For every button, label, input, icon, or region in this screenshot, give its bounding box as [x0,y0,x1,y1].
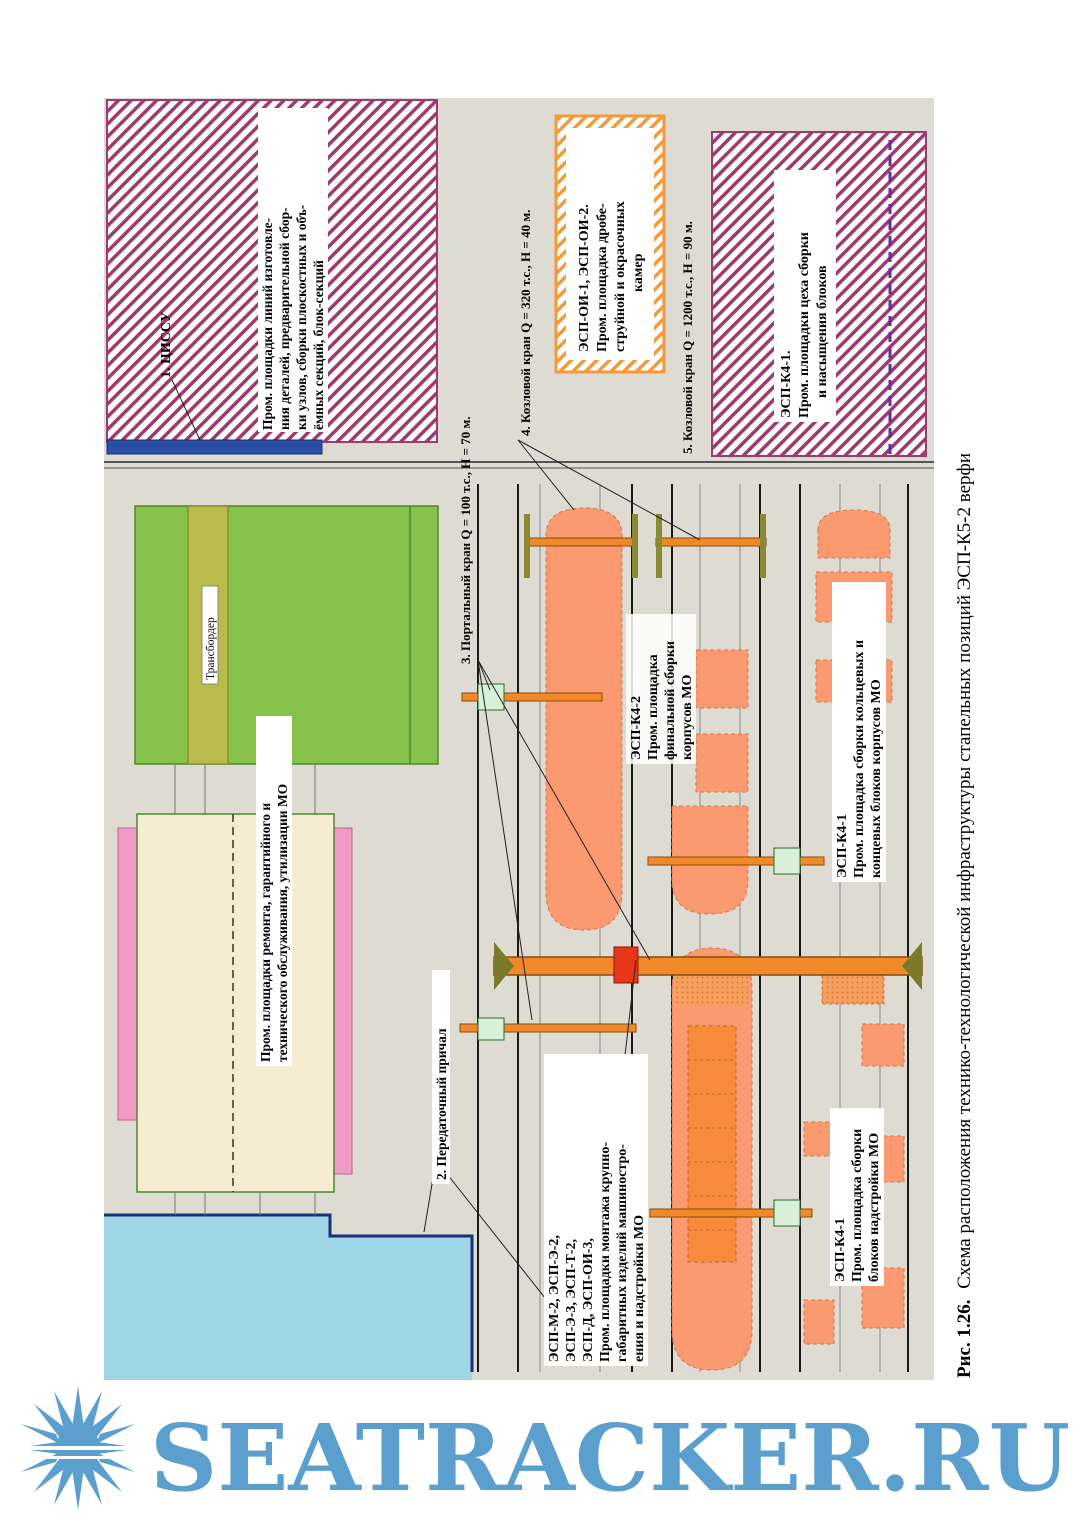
crane-leg [656,514,662,578]
k41-super-line-2: Пром. площадка сборки [850,1129,865,1282]
block-k42-2 [695,733,749,793]
cissu-area-line-3: ки узлов, сборки плоскостных и объ- [294,205,309,430]
repair-line-1: Пром. площадки ремонта, гарантийного и [258,803,273,1062]
crane-k42-aft [647,856,825,866]
block-k42-1 [695,649,749,709]
repair-area [136,813,335,1193]
quay-edge [104,1213,474,1372]
caption-prefix: Рис. 1.26. [954,1300,975,1379]
k42-line-2: Пром. площадка [646,654,661,760]
label-k42: ЭСП-К4-2 Пром. площадка финальной сборки… [626,614,696,764]
crane-portal-1 [461,692,603,702]
ring-bow [817,509,891,559]
oi-line-2: Пром. площадка дробе- [595,203,610,352]
crane-bogie [773,1199,801,1227]
label-repair: Пром. площадки ремонта, гарантийного и т… [256,716,292,1066]
label-cissu: 1. ЦИССУ [159,312,174,378]
crane-leg [524,514,530,578]
repair-pink-right [331,827,353,1175]
k41-shop-line-1: ЭСП-К4-1. [779,351,794,418]
crane-bogie [773,847,801,875]
crane-320-top [527,537,637,547]
transborder-text: Трансбордер [205,617,217,680]
crane-main-gantry [493,956,923,976]
oi-area-inner [566,128,654,360]
k42-line-1: ЭСП-К4-2 [629,696,644,760]
m2-line-6: ения и надстройки МО [632,1215,647,1362]
watermark-text: SEATRACKER.RU [150,1404,1070,1512]
k42-line-4: корпусов МО [680,675,695,760]
repair-pink-left [117,827,139,1121]
caption-text: Схема расположения технико-технологическ… [954,453,975,1289]
repair-line-2: технического обслуживания, утилизации МО [275,784,290,1062]
crane-bogie [477,1017,505,1041]
k41-super-line-1: ЭСП-К4-1 [833,1218,848,1282]
hull-m2-inner [687,1025,737,1263]
hull-m2-dotted [676,976,748,1006]
crane-portal-2 [459,1023,637,1033]
oi-line-1: ЭСП-ОИ-1, ЭСП-ОИ-2. [577,204,592,352]
crane-1200 [655,537,767,547]
label-k41-ring: ЭСП-К4-1 Пром. площадка сборки кольцевых… [832,582,886,882]
label-k41-shop: ЭСП-К4-1. Пром. площадки цеха сборки и н… [774,170,836,422]
hull-m2-inner-blocks [688,1059,736,1231]
super-block-5 [803,1299,835,1345]
m2-line-1: ЭСП-М-2, ЭСП-Э-2, [547,1235,562,1362]
label-crane-320: 4. Козловой кран Q = 320 т.с., H = 40 м. [518,210,533,436]
cissu-area-line-2: ния деталей, предварительной сбор- [277,207,292,430]
m2-line-5: габаритных изделий машиностро- [615,1144,630,1362]
label-pier: 2. Передаточный причал [432,970,450,1184]
super-block-2 [803,1121,835,1157]
label-cissu-area: Пром. площадки линий изготовле- ния дета… [258,108,328,432]
k41-ring-line-3: концевых блоков корпусов МО [869,679,884,878]
crane-super [649,1208,813,1218]
figure-caption: Рис. 1.26. Схема расположения технико-те… [954,453,975,1378]
label-crane-portal: 3. Портальный кран Q = 100 т.с., H = 70 … [458,416,473,664]
label-m2: ЭСП-М-2, ЭСП-Э-2, ЭСП-Э-3, ЭСП-Т-2, ЭСП-… [544,1054,648,1366]
pier-text: 2. Передаточный причал [434,1028,449,1180]
label-transborder: Трансбордер [201,585,219,685]
k42-line-3: финальной сборки [663,641,678,760]
label-oi: ЭСП-ОИ-1, ЭСП-ОИ-2. Пром. площадка дробе… [577,201,646,352]
k41-shop-line-2: Пром. площадки цеха сборки [797,232,812,418]
k41-ring-line-2: Пром. площадка сборки кольцевых и [852,640,867,878]
k41-shop-line-3: и насыщения блоков [815,265,830,398]
gantry-foot [494,942,514,990]
svg-text:Рис. 1.26. Схема располо: Рис. 1.26. Схема расположения технико-те… [954,453,975,1378]
water-basin [104,1215,472,1380]
label-crane-1200: 5. Козловой кран Q = 1200 т.с., H = 90 м… [680,221,695,454]
m2-line-3: ЭСП-Д, ЭСП-ОИ-3, [581,1238,596,1362]
cissu-bar [106,439,323,455]
cranes [459,514,923,1227]
k41-super-line-3: блоков надстройки МО [867,1133,882,1282]
crane-leg [760,514,766,578]
k41-ring-line-1: ЭСП-К4-1 [835,814,850,878]
cissu-area-line-1: Пром. площадки линий изготовле- [260,218,275,430]
m2-line-2: ЭСП-Э-3, ЭСП-Т-2, [564,1239,579,1362]
cissu-area-line-4: ёмных секций, блок-секций [311,260,326,430]
label-k41-super: ЭСП-К4-1 Пром. площадка сборки блоков на… [830,1108,884,1286]
hull-k42-final [545,507,623,931]
gantry-foot [902,942,922,990]
oi-line-4: камер [631,253,646,292]
super-block-1 [861,1023,905,1067]
oi-line-3: струйной и окрасочных [613,201,628,352]
m2-line-4: Пром. площадки монтажа крупно- [598,1142,613,1362]
crane-leg [632,514,638,578]
sun-logo-icon [8,1386,148,1510]
